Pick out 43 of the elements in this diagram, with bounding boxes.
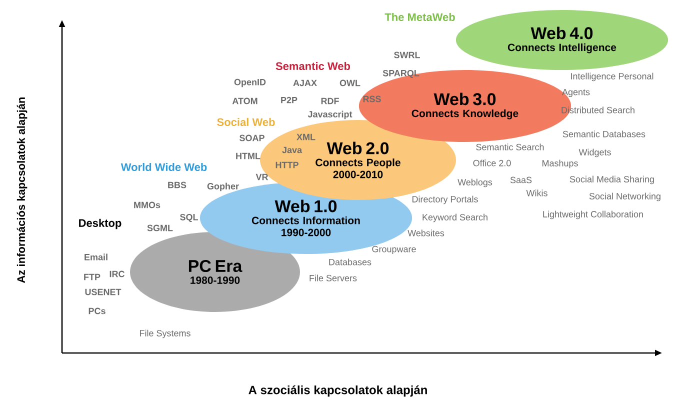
technology-label: Semantic Databases [562, 130, 646, 138]
technology-label: Agents [562, 88, 590, 98]
technology-label: USENET [85, 288, 122, 296]
technology-label: Office 2.0 [473, 160, 511, 166]
axis-title: Az információs kapcsolatok alapján [16, 97, 28, 283]
category-heading: Semantic Web [276, 62, 350, 70]
technology-label: Social Networking [589, 192, 660, 202]
technology-label: AJAX [293, 80, 317, 86]
technology-label: ATOM [232, 98, 258, 104]
technology-label: SQL [180, 214, 198, 222]
technology-label: SWRL [394, 52, 420, 58]
technology-label: HTML [236, 152, 260, 160]
technology-label: P2P [281, 96, 298, 104]
category-heading: Desktop [79, 218, 122, 230]
technology-label: File Systems [140, 330, 190, 338]
technology-label: SGML [147, 224, 173, 232]
technology-label: RDF [321, 98, 339, 104]
technology-label: Intelligence Personal [571, 72, 654, 82]
technology-label: SaaS [510, 176, 532, 184]
technology-label: Wikis [526, 190, 548, 196]
technology-label: OpenID [234, 78, 266, 88]
technology-label: Gopher [207, 182, 239, 192]
technology-label: HTTP [276, 162, 298, 168]
technology-label: SPARQL [382, 70, 420, 78]
technology-label: Javascript [308, 110, 352, 120]
technology-label: Keyword Search [422, 214, 488, 222]
technology-label: XML [296, 134, 316, 140]
technology-label: MMOs [134, 202, 160, 208]
technology-label: OWL [340, 80, 360, 86]
technology-label: PCs [88, 308, 106, 314]
technology-label: Social Media Sharing [570, 176, 654, 184]
technology-label: Widgets [578, 148, 611, 158]
technology-label: Mashups [542, 160, 578, 168]
axis-title: A szociális kapcsolatok alapján [248, 385, 427, 397]
technology-label: BBS [168, 182, 186, 188]
technology-label: FTP [84, 274, 100, 280]
technology-label: Lightweight Collaboration [543, 210, 643, 220]
technology-label: Email [84, 254, 108, 260]
technology-label: Java [282, 146, 302, 154]
technology-label: File Servers [310, 274, 357, 282]
technology-label: Semantic Search [476, 144, 544, 150]
technology-label: RSS [363, 96, 381, 102]
category-heading: World Wide Web [120, 162, 207, 172]
